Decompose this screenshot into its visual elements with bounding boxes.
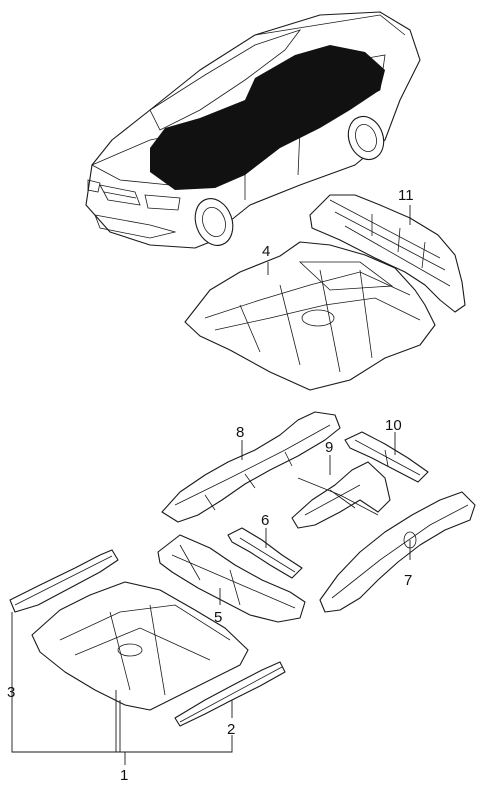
floor-area-highlight xyxy=(150,45,385,190)
callout-2: 2 xyxy=(227,721,235,738)
callout-9: 9 xyxy=(325,439,333,456)
part-8-side-member-left xyxy=(161,411,341,523)
part-1-front-floor-pan xyxy=(31,581,249,711)
part-6-cross-bracket xyxy=(227,527,303,579)
part-7-side-member-right xyxy=(319,491,476,613)
callout-6: 6 xyxy=(261,512,269,529)
part-10-bracket xyxy=(344,431,429,483)
callout-8: 8 xyxy=(236,424,244,441)
callout-labels: 1 2 3 4 5 6 7 8 9 10 11 xyxy=(7,187,414,784)
part-3-sill-left xyxy=(9,549,119,613)
callout-7: 7 xyxy=(404,572,412,589)
part-11-rear-cross-member xyxy=(309,194,466,313)
part-2-sill-right xyxy=(174,661,286,727)
callout-10: 10 xyxy=(385,417,402,434)
callout-1: 1 xyxy=(120,767,128,784)
part-9-center-cross-member xyxy=(291,461,391,529)
part-4-rear-floor-pan xyxy=(184,241,436,391)
leader-lines xyxy=(11,205,411,765)
callout-5: 5 xyxy=(214,609,222,626)
callout-11: 11 xyxy=(398,187,414,204)
part-5-center-floor-panel xyxy=(157,534,306,623)
callout-4: 4 xyxy=(262,243,270,260)
callout-3: 3 xyxy=(7,684,15,701)
vehicle-illustration xyxy=(85,11,421,249)
